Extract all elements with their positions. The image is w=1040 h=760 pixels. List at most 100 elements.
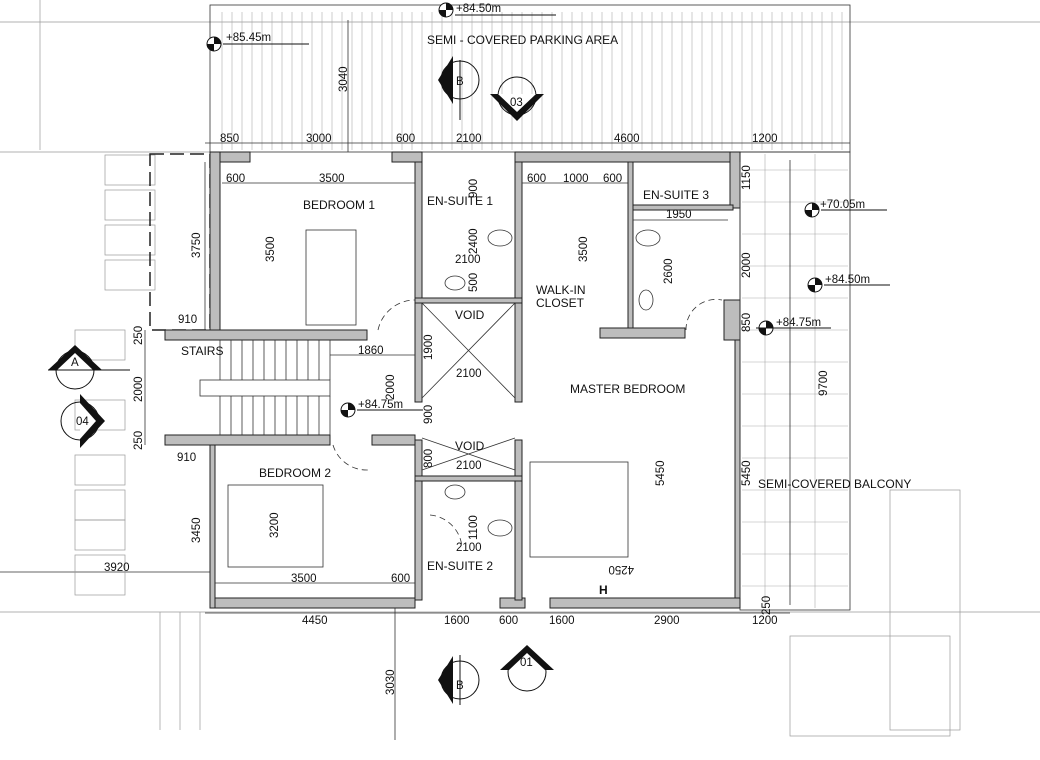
dimension-label: 1900 [423, 334, 435, 360]
dimension-label: 3500 [578, 236, 590, 262]
dimension-label: 3500 [265, 236, 277, 262]
section-marker-a: A [48, 345, 130, 390]
dimension-label: 1150 [741, 165, 753, 190]
label-stairs: STAIRS [181, 344, 223, 358]
site-context-lines [0, 0, 1040, 740]
toilet-icon [487, 519, 513, 537]
section-marker-04: 04 [60, 394, 105, 448]
dimension-label: 2000 [385, 374, 397, 400]
dimension-label: B [456, 680, 464, 692]
dimension-label: 3920 [104, 562, 130, 574]
dimension-label: 600 [499, 615, 518, 627]
label-parking: SEMI - COVERED PARKING AREA [427, 33, 618, 47]
sink-icon [638, 289, 654, 311]
label-void-2: VOID [455, 439, 485, 453]
balcony [739, 151, 851, 611]
dimension-label: +84.50m [825, 274, 870, 286]
dimension-label: 2100 [456, 542, 482, 554]
void-markers [421, 302, 516, 471]
dimension-label: 3200 [269, 512, 281, 538]
section-marker-b-top: B [438, 56, 480, 120]
dimension-label: 2100 [456, 133, 482, 145]
dimension-label: B [456, 76, 464, 88]
sink-icon [444, 484, 466, 500]
dimension-label: 1200 [752, 133, 778, 145]
dimension-labels: 850 3000 600 2100 4600 1200 3040 600 350… [104, 66, 830, 695]
room-labels: SEMI - COVERED PARKING AREA BEDROOM 1 EN… [181, 33, 911, 597]
dimension-label: 910 [178, 314, 197, 326]
dimension-label: 3040 [338, 66, 350, 92]
label-h: H [599, 583, 608, 597]
dimension-label: 2100 [456, 460, 482, 472]
dimension-label: 5450 [655, 460, 667, 486]
dimension-label: 850 [741, 313, 753, 332]
section-marker-01: 01 [500, 645, 554, 692]
dimension-label: 2100 [455, 254, 481, 266]
dimension-label: 3750 [191, 232, 203, 258]
label-ensuite-2: EN-SUITE 2 [427, 559, 493, 573]
dimension-label: 3000 [306, 133, 332, 145]
staircase [199, 340, 331, 435]
dimension-label: 03 [510, 97, 523, 109]
label-master-bedroom: MASTER BEDROOM [570, 382, 685, 396]
label-bedroom-1: BEDROOM 1 [303, 198, 375, 212]
dimension-label: 250 [133, 431, 145, 450]
label-bedroom-2: BEDROOM 2 [259, 466, 331, 480]
toilet-icon [487, 229, 513, 247]
dimension-label: 04 [76, 416, 89, 428]
dimension-label: 2100 [456, 368, 482, 380]
bed-1 [305, 229, 357, 326]
dimension-label: 2000 [133, 376, 145, 402]
dimension-label: 4600 [614, 133, 640, 145]
dimension-label: +84.75m [358, 399, 403, 411]
walls [164, 151, 741, 609]
level-marker: +85.45m [206, 32, 309, 52]
dimension-label: 1000 [563, 173, 589, 185]
level-marker: +84.50m [438, 2, 556, 18]
label-void-1: VOID [455, 308, 485, 322]
dimension-label: 1600 [444, 615, 470, 627]
label-walkin-2: CLOSET [536, 296, 585, 310]
dimension-label: 01 [520, 657, 533, 669]
dimension-label: 4450 [302, 615, 328, 627]
dimension-label: 2600 [663, 258, 675, 284]
dimension-label: 600 [603, 173, 622, 185]
section-marker-03: 03 [490, 76, 544, 121]
bed-master [529, 461, 629, 558]
dimension-label: 1600 [549, 615, 575, 627]
label-walkin-1: WALK-IN [536, 283, 586, 297]
dimension-label: 250 [761, 596, 773, 615]
furniture [227, 229, 723, 568]
dimension-label: 3450 [191, 517, 203, 543]
dimension-label: 4250 [608, 563, 634, 575]
level-markers: +84.50m +85.45m +70.05m +84.50m +84.75m … [206, 2, 890, 418]
label-balcony: SEMI-COVERED BALCONY [758, 477, 911, 491]
label-ensuite-1: EN-SUITE 1 [427, 194, 493, 208]
dimension-label: 900 [423, 405, 435, 424]
dimension-label: 1860 [358, 345, 384, 357]
dimension-label: 2000 [741, 252, 753, 278]
dimension-label: 1200 [752, 615, 778, 627]
section-markers: B 03 A 04 B 01 [48, 56, 554, 705]
level-marker: +84.75m [340, 399, 423, 418]
dimension-label: 600 [527, 173, 546, 185]
bed-2 [227, 484, 324, 568]
dimension-label: 5450 [741, 460, 753, 486]
dimension-label: 3500 [291, 573, 317, 585]
dimension-label: +84.50m [456, 3, 501, 15]
dimension-label: 600 [396, 133, 415, 145]
sink-icon [444, 275, 466, 291]
dimension-label: 500 [468, 273, 480, 292]
level-marker: +84.75m [756, 317, 831, 336]
section-marker-b-bottom: B [438, 655, 480, 705]
dimension-label: 3030 [385, 669, 397, 695]
dimension-label: +70.05m [820, 199, 865, 211]
dimension-label: 1100 [468, 515, 480, 540]
dimension-label: 250 [133, 326, 145, 345]
dimension-label: 1950 [666, 209, 692, 221]
dimension-label: 910 [177, 452, 196, 464]
dimension-label: 900 [468, 179, 480, 198]
dimension-label: +84.75m [776, 317, 821, 329]
dimension-label: 800 [423, 449, 435, 468]
dimension-label: 2900 [654, 615, 680, 627]
